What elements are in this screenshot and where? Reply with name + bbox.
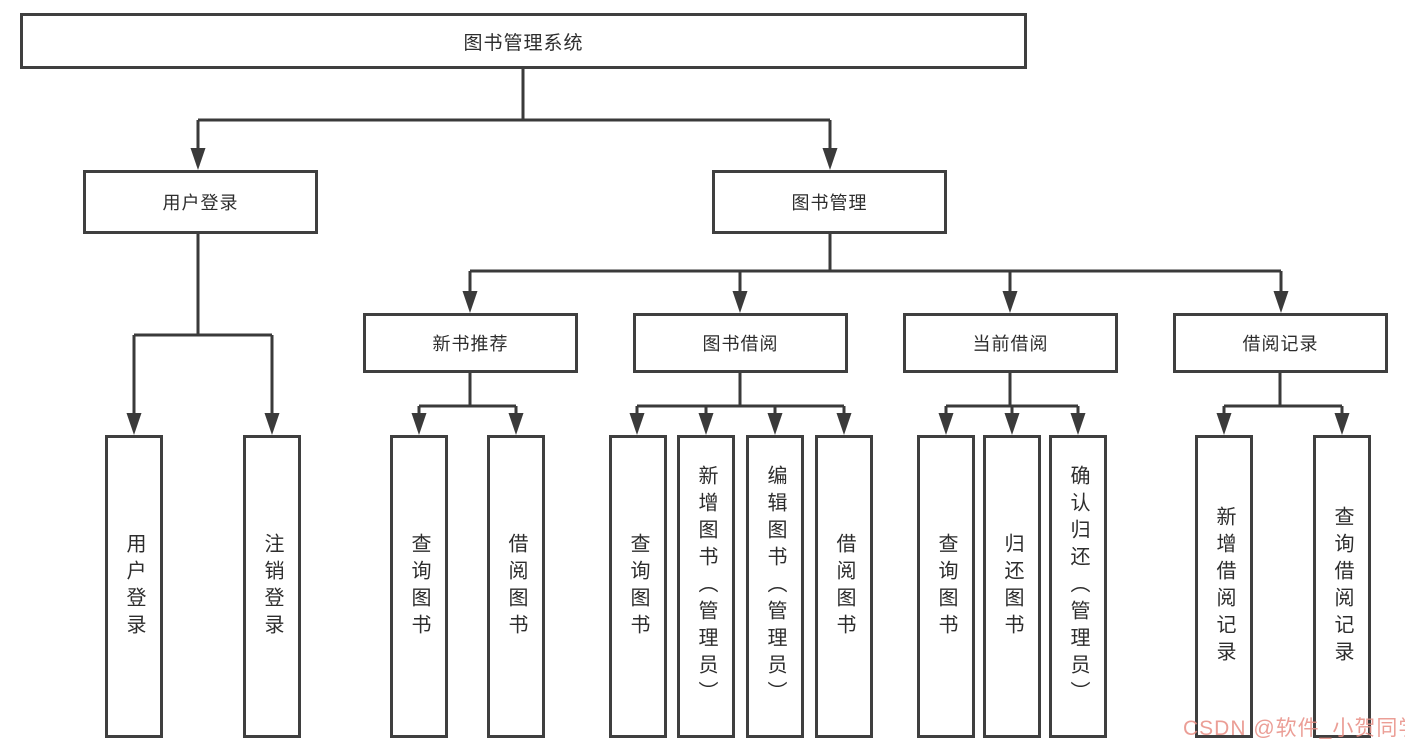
node-label: 新增借阅记录 bbox=[1213, 505, 1235, 668]
node-label: 图书管理系统 bbox=[463, 32, 584, 54]
node-label: 归还图书 bbox=[1001, 532, 1023, 641]
node-label: 新书推荐 bbox=[432, 334, 509, 354]
node-leaf-logout: 注销登录 bbox=[243, 435, 301, 738]
node-leaf-add-book-admin: 新增图书（管理员） bbox=[677, 435, 735, 738]
node-label: 查询借阅记录 bbox=[1331, 505, 1353, 668]
node-leaf-query-books-recommend: 查询图书 bbox=[390, 435, 448, 738]
node-label: 查询图书 bbox=[935, 532, 957, 641]
node-leaf-borrow-books-recommend: 借阅图书 bbox=[487, 435, 545, 738]
node-label: 确认归还（管理员） bbox=[1067, 465, 1089, 708]
node-leaf-query-books-current: 查询图书 bbox=[917, 435, 975, 738]
node-new-book-recommend: 新书推荐 bbox=[363, 313, 578, 373]
node-label: 图书管理 bbox=[791, 193, 868, 213]
node-label: 借阅图书 bbox=[833, 532, 855, 641]
node-label: 用户登录 bbox=[162, 193, 239, 213]
node-leaf-confirm-return-admin: 确认归还（管理员） bbox=[1049, 435, 1107, 738]
node-leaf-user-login: 用户登录 bbox=[105, 435, 163, 738]
node-borrow-records: 借阅记录 bbox=[1173, 313, 1388, 373]
node-current-borrow: 当前借阅 bbox=[903, 313, 1118, 373]
node-leaf-edit-book-admin: 编辑图书（管理员） bbox=[746, 435, 804, 738]
node-label: 查询图书 bbox=[408, 532, 430, 641]
node-leaf-return-books: 归还图书 bbox=[983, 435, 1041, 738]
node-label: 用户登录 bbox=[123, 532, 145, 641]
node-label: 注销登录 bbox=[261, 532, 283, 641]
node-book-management: 图书管理 bbox=[712, 170, 947, 234]
node-book-borrow: 图书借阅 bbox=[633, 313, 848, 373]
node-label: 借阅记录 bbox=[1242, 334, 1319, 354]
node-label: 当前借阅 bbox=[972, 334, 1049, 354]
node-user-login: 用户登录 bbox=[83, 170, 318, 234]
node-label: 编辑图书（管理员） bbox=[764, 465, 786, 708]
node-label: 新增图书（管理员） bbox=[695, 465, 717, 708]
node-leaf-query-books-borrow: 查询图书 bbox=[609, 435, 667, 738]
csdn-watermark: CSDN @软件_小贺同学 bbox=[1183, 717, 1405, 740]
node-leaf-query-borrow-record: 查询借阅记录 bbox=[1313, 435, 1371, 738]
node-label: 借阅图书 bbox=[505, 532, 527, 641]
node-label: 查询图书 bbox=[627, 532, 649, 641]
node-library-management-system: 图书管理系统 bbox=[20, 13, 1027, 69]
node-leaf-borrow-books: 借阅图书 bbox=[815, 435, 873, 738]
node-leaf-add-borrow-record: 新增借阅记录 bbox=[1195, 435, 1253, 738]
node-label: 图书借阅 bbox=[702, 334, 779, 354]
